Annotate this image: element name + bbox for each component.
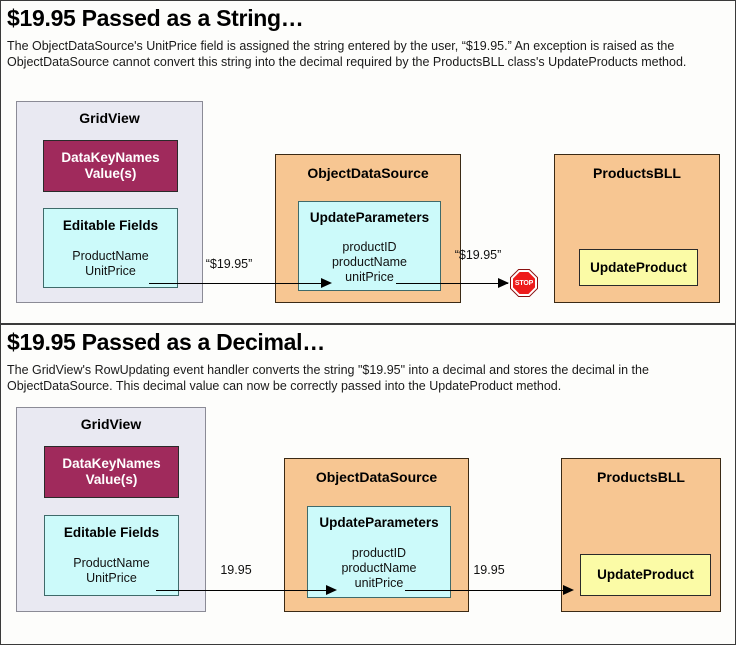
arrow-label-ods-to-bll-decimal: 19.95 <box>473 563 505 577</box>
param-productname: productName <box>331 255 408 269</box>
section-string-description: The ObjectDataSource's UnitPrice field i… <box>7 39 687 69</box>
updateparameters-title: UpdateParameters <box>319 515 439 530</box>
editable-fields-box-string[interactable]: Editable Fields ProductName UnitPrice <box>43 208 178 288</box>
updateparameters-list: productID productName unitPrice <box>299 240 440 285</box>
stop-sign-label: STOP <box>514 279 534 287</box>
arrow-label-gridview-to-ods-decimal: 19.95 <box>220 563 252 577</box>
editable-fields-list: ProductName UnitPrice <box>45 556 178 586</box>
editable-field-unitprice: UnitPrice <box>86 571 137 585</box>
section-decimal: $19.95 Passed as a Decimal… The GridView… <box>1 323 735 644</box>
arrow-head-ods-to-bll-string <box>498 278 509 288</box>
param-productid: productID <box>342 240 397 254</box>
datakeynames-line1: DataKeyNames <box>62 456 161 471</box>
updateproduct-label: UpdateProduct <box>590 260 687 275</box>
arrow-label-ods-to-bll-string: “$19.95” <box>454 248 502 262</box>
editable-fields-title: Editable Fields <box>62 218 159 233</box>
arrow-line-ods-to-bll-string <box>396 283 508 284</box>
section-string: $19.95 Passed as a String… The ObjectDat… <box>1 1 735 323</box>
section-decimal-description: The GridView's RowUpdating event handler… <box>7 363 649 393</box>
objectdatasource-box-decimal[interactable]: ObjectDataSource UpdateParameters produc… <box>284 458 469 612</box>
arrow-line-ods-to-bll-decimal <box>405 590 565 591</box>
editable-field-unitprice: UnitPrice <box>85 264 136 278</box>
arrow-line-gridview-to-ods-string <box>149 283 324 284</box>
updateparameters-box-decimal[interactable]: UpdateParameters productID productName u… <box>307 506 451 598</box>
param-productname: productName <box>341 561 417 575</box>
param-productid: productID <box>351 546 407 560</box>
editable-fields-list: ProductName UnitPrice <box>44 249 177 279</box>
productsbll-box-decimal[interactable]: ProductsBLL UpdateProduct <box>561 458 721 612</box>
gridview-box-decimal[interactable]: GridView DataKeyNames Value(s) Editable … <box>16 407 206 612</box>
arrow-line-gridview-to-ods-decimal <box>156 590 329 591</box>
arrow-head-gridview-to-ods-string <box>321 278 332 288</box>
updateparameters-title: UpdateParameters <box>309 210 430 225</box>
productsbll-title: ProductsBLL <box>593 165 681 181</box>
datakeynames-box-string[interactable]: DataKeyNames Value(s) <box>43 140 178 192</box>
editable-fields-title: Editable Fields <box>63 525 160 540</box>
updateproduct-box-string[interactable]: UpdateProduct <box>579 249 698 286</box>
objectdatasource-title: ObjectDataSource <box>315 469 438 485</box>
arrow-label-gridview-to-ods-string: “$19.95” <box>205 257 253 271</box>
updateparameters-box-string[interactable]: UpdateParameters productID productName u… <box>298 201 441 291</box>
updateparameters-list: productID productName unitPrice <box>308 546 450 591</box>
editable-field-productname: ProductName <box>72 249 149 263</box>
datakeynames-line2: Value(s) <box>84 166 137 181</box>
stop-sign-icon: STOP <box>510 269 538 297</box>
param-unitprice: unitPrice <box>345 270 394 284</box>
productsbll-box-string[interactable]: ProductsBLL UpdateProduct <box>554 154 720 303</box>
section-divider <box>1 323 735 325</box>
section-string-title: $19.95 Passed as a String… <box>7 5 304 31</box>
gridview-title: GridView <box>80 416 142 432</box>
gridview-title: GridView <box>79 110 140 126</box>
objectdatasource-title: ObjectDataSource <box>307 165 429 181</box>
arrow-head-gridview-to-ods-decimal <box>326 585 337 595</box>
section-decimal-title: $19.95 Passed as a Decimal… <box>7 329 325 355</box>
gridview-box-string[interactable]: GridView DataKeyNames Value(s) Editable … <box>16 101 203 303</box>
editable-field-productname: ProductName <box>73 556 150 570</box>
objectdatasource-box-string[interactable]: ObjectDataSource UpdateParameters produc… <box>275 154 461 303</box>
param-unitprice: unitPrice <box>354 576 404 590</box>
updateproduct-label: UpdateProduct <box>597 567 694 582</box>
datakeynames-box-decimal[interactable]: DataKeyNames Value(s) <box>44 446 179 498</box>
productsbll-title: ProductsBLL <box>597 469 685 485</box>
editable-fields-box-decimal[interactable]: Editable Fields ProductName UnitPrice <box>44 515 179 596</box>
datakeynames-line1: DataKeyNames <box>61 150 160 165</box>
arrow-head-ods-to-bll-decimal <box>563 585 574 595</box>
updateproduct-box-decimal[interactable]: UpdateProduct <box>580 554 711 596</box>
datakeynames-line2: Value(s) <box>85 472 138 487</box>
